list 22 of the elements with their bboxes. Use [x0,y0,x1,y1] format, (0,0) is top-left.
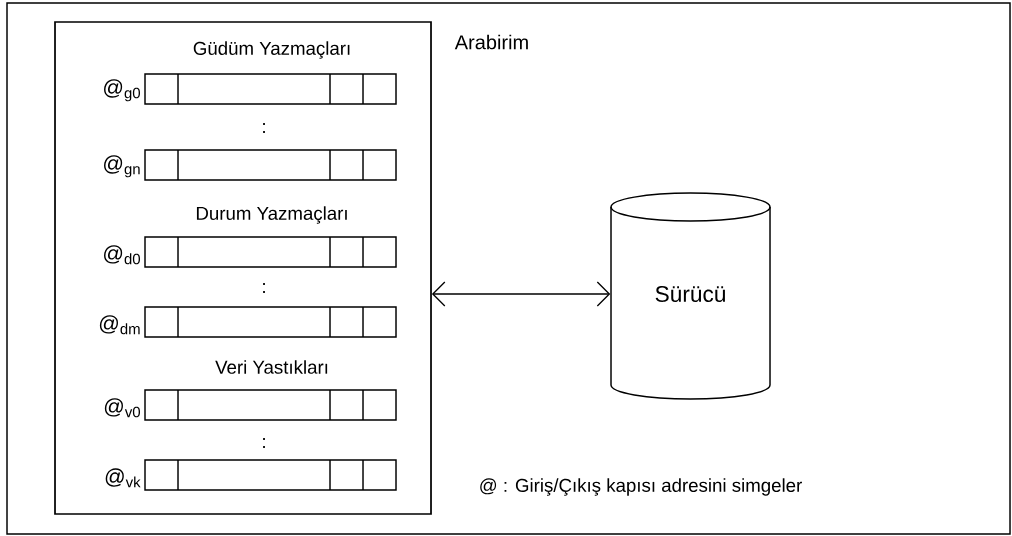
port-address: @$_{gn}$ [104,155,140,178]
interface-box [54,21,432,515]
register-row [144,149,397,181]
box-title: Arabirim [454,34,528,50]
section-label: : [263,123,265,133]
port-address: @$_{v0}$ [104,398,140,418]
double-arrow [431,281,611,307]
drive-cylinder: Sürücü [610,192,771,400]
port-address: @$_{vk}$ [105,468,141,488]
section-label: Durum Yazmaçları [196,206,347,224]
section-label: @ : Giriş/Çıkış kapısı adresini simgeler [480,478,802,496]
section-label: Veri Yastıkları [215,360,328,374]
port-address: @$_{d0}$ [104,245,140,265]
register-row [144,73,397,105]
register-row [144,236,397,268]
register-row [144,306,397,338]
port-address: @$_{dm}$ [99,315,140,335]
port-address: @$_{g0}$ [104,79,140,102]
section-label: : [263,438,265,448]
register-row [144,389,397,421]
register-row [144,459,397,491]
section-label: : [263,283,265,293]
